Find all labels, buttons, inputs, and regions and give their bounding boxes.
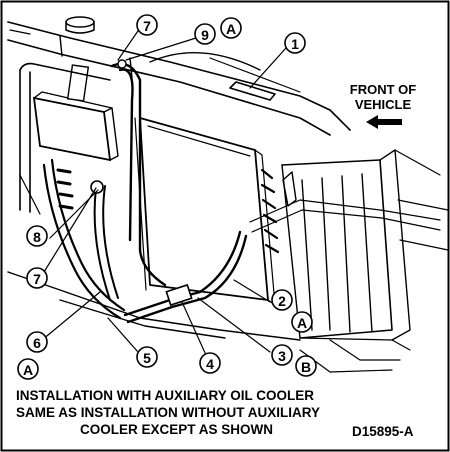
front-frame-right: [249, 149, 449, 351]
figure-id: D15895-A: [352, 424, 414, 439]
caption: INSTALLATION WITH AUXILIARY OIL COOLER S…: [16, 388, 414, 439]
front-of-vehicle-indicator: FRONT OF VEHICLE: [350, 82, 416, 129]
callout-a-top: A: [220, 17, 242, 39]
front-arrow-icon: [366, 115, 402, 129]
callout-1: 1: [284, 32, 306, 54]
svg-text:3: 3: [278, 348, 286, 364]
callout-7-top: 7: [136, 14, 158, 36]
svg-text:7: 7: [143, 18, 151, 34]
callout-6: 6: [26, 331, 48, 353]
svg-text:9: 9: [201, 27, 209, 43]
callout-4: 4: [199, 352, 221, 374]
callout-8: 8: [26, 225, 48, 247]
line-connector: [165, 283, 193, 307]
vehicle-label: VEHICLE: [355, 97, 412, 112]
svg-text:1: 1: [291, 36, 299, 52]
svg-text:6: 6: [33, 335, 41, 351]
radiator-core: [134, 117, 280, 306]
svg-text:2: 2: [278, 293, 286, 309]
callout-9: 9: [194, 23, 216, 45]
svg-text:B: B: [301, 359, 311, 375]
svg-text:7: 7: [33, 271, 41, 287]
callout-3: 3: [271, 344, 293, 366]
callout-a-left: A: [17, 358, 39, 380]
cooler-lines: [42, 59, 248, 324]
svg-text:5: 5: [143, 350, 151, 366]
callout-2: 2: [271, 289, 293, 311]
caption-line-1: INSTALLATION WITH AUXILIARY OIL COOLER: [16, 388, 314, 403]
leader-lines: [19, 27, 287, 356]
callout-a-right: A: [291, 311, 313, 333]
caption-line-2: SAME AS INSTALLATION WITHOUT AUXILIARY: [16, 405, 320, 420]
auxiliary-oil-cooler: [19, 62, 119, 213]
svg-text:8: 8: [33, 229, 41, 245]
svg-text:A: A: [23, 362, 33, 378]
callout-7-left: 7: [26, 267, 48, 289]
radiator-support: [7, 16, 351, 136]
svg-text:A: A: [297, 315, 307, 331]
svg-text:A: A: [226, 21, 236, 37]
callout-b-right: B: [295, 355, 317, 377]
svg-text:4: 4: [206, 356, 214, 372]
caption-line-3: COOLER EXCEPT AS SHOWN: [80, 422, 273, 437]
callout-5: 5: [136, 346, 158, 368]
radiator-cap: [65, 16, 95, 28]
front-of-vehicle-label: FRONT OF: [350, 82, 416, 97]
